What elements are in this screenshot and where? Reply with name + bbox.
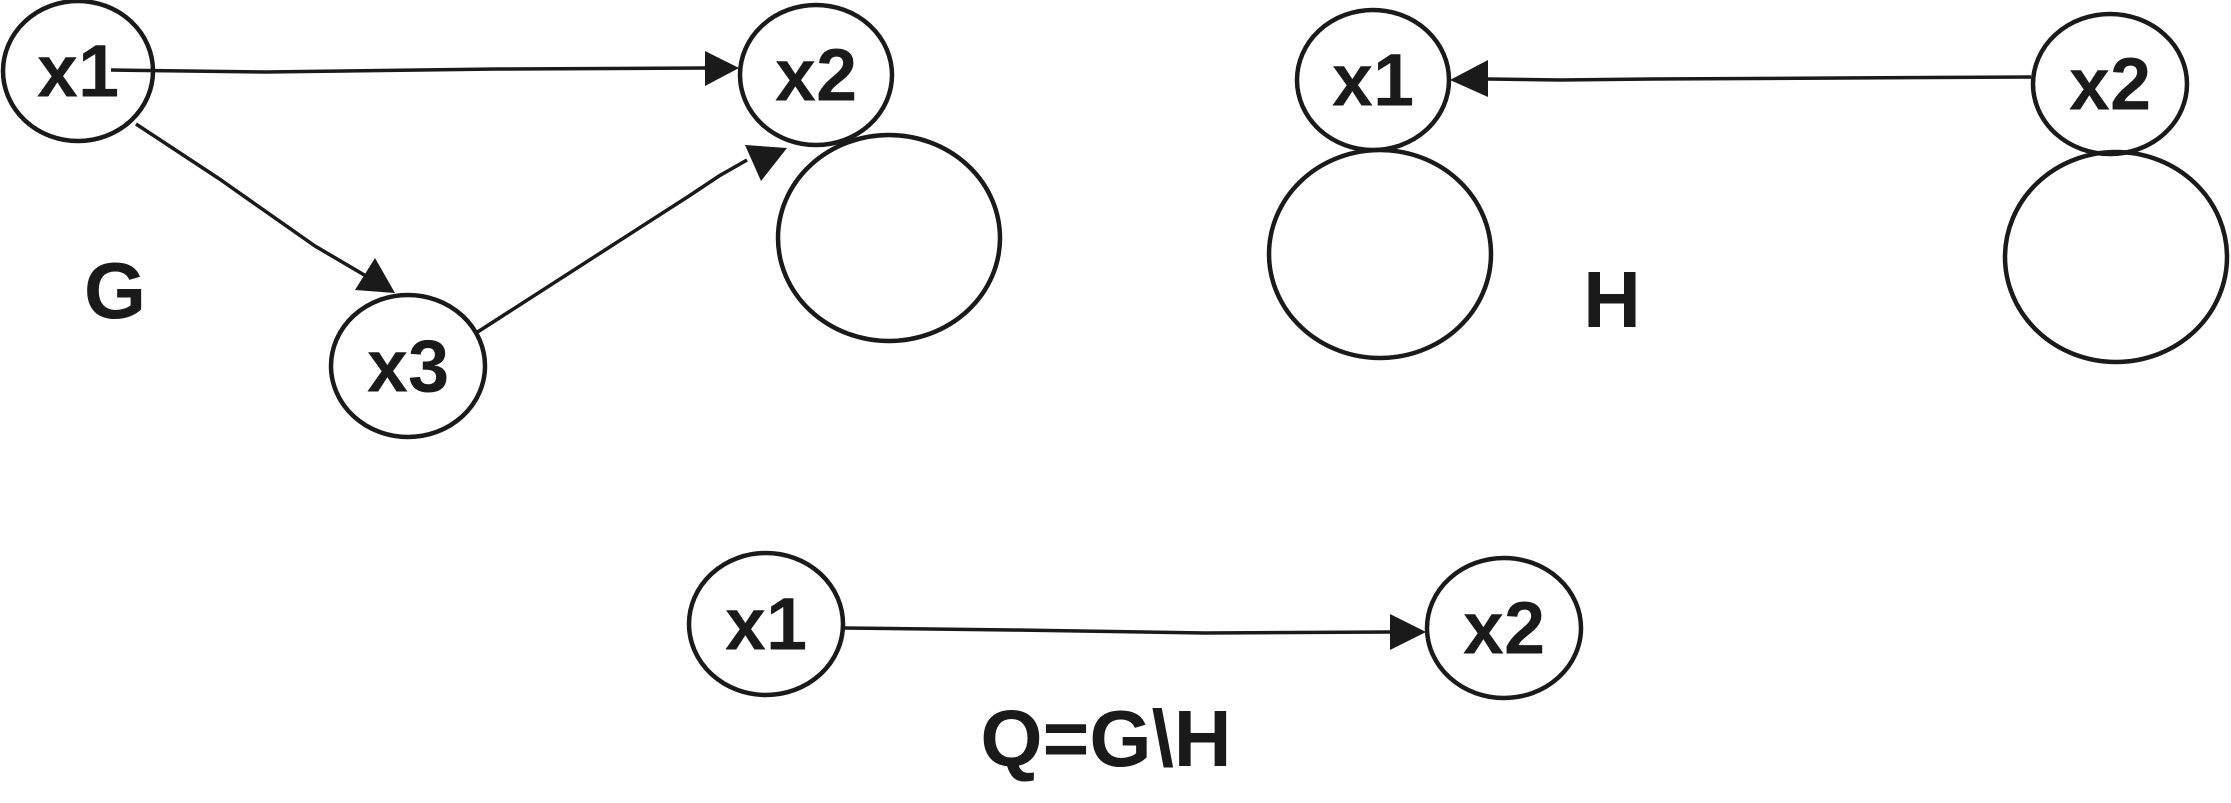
self-loop-g-x2 xyxy=(775,132,1003,344)
node-q-x2: x2 xyxy=(1424,555,1584,701)
graph-q-label: Q=G\H xyxy=(980,694,1231,783)
node-q-x1: x1 xyxy=(686,550,846,698)
node-h-x1-label: x1 xyxy=(1332,39,1414,122)
node-q-x2-label: x2 xyxy=(1463,587,1545,670)
graph-q: x1 x2 Q=G\H xyxy=(686,550,1584,783)
node-q-x1-label: x1 xyxy=(725,583,807,666)
self-loop-h-x2 xyxy=(2002,149,2230,365)
graph-h-label: H xyxy=(1583,255,1641,344)
edge-h-x2-x1 xyxy=(1450,60,2032,97)
node-g-x1-label: x1 xyxy=(37,30,119,113)
edge-g-x1-x3 xyxy=(135,122,395,293)
node-g-x1: x1 xyxy=(0,0,156,144)
node-g-x2-label: x2 xyxy=(775,34,857,117)
self-loop-h-x1 xyxy=(1266,147,1494,361)
edge-g-x1-x2 xyxy=(110,51,739,86)
node-h-x2-label: x2 xyxy=(2069,43,2151,126)
graph-g: x1 x2 x3 G xyxy=(0,0,1003,440)
graph-h: x1 x2 H xyxy=(1266,7,2230,365)
graph-g-label: G xyxy=(84,246,146,335)
node-h-x2: x2 xyxy=(2030,11,2190,157)
node-h-x1: x1 xyxy=(1294,7,1452,153)
node-g-x2: x2 xyxy=(737,2,895,148)
edge-g-x3-x2 xyxy=(475,145,787,335)
node-g-x3-label: x3 xyxy=(367,325,449,408)
node-g-x3: x3 xyxy=(328,292,488,440)
edge-q-x1-x2 xyxy=(843,614,1426,650)
